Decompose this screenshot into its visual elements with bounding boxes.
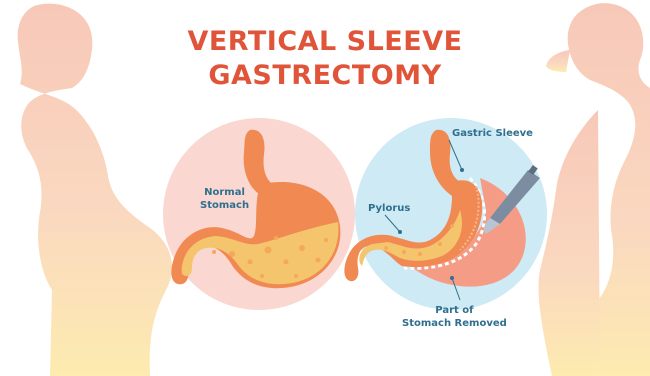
normal-stomach-label-line1: Normal [200, 186, 249, 199]
gastric-sleeve-label: Gastric Sleeve [452, 127, 533, 140]
part-removed-label-line2: Stomach Removed [402, 317, 507, 330]
part-removed-label: Part of Stomach Removed [402, 304, 507, 330]
part-removed-label-line1: Part of [402, 304, 507, 317]
normal-stomach-label: Normal Stomach [200, 186, 249, 212]
normal-stomach-label-line2: Stomach [200, 199, 249, 212]
pylorus-label: Pylorus [368, 202, 410, 215]
title-line-1: VERTICAL SLEEVE [0, 26, 650, 57]
right-person-chest [539, 110, 601, 376]
title-line-2: GASTRECTOMY [0, 60, 650, 91]
